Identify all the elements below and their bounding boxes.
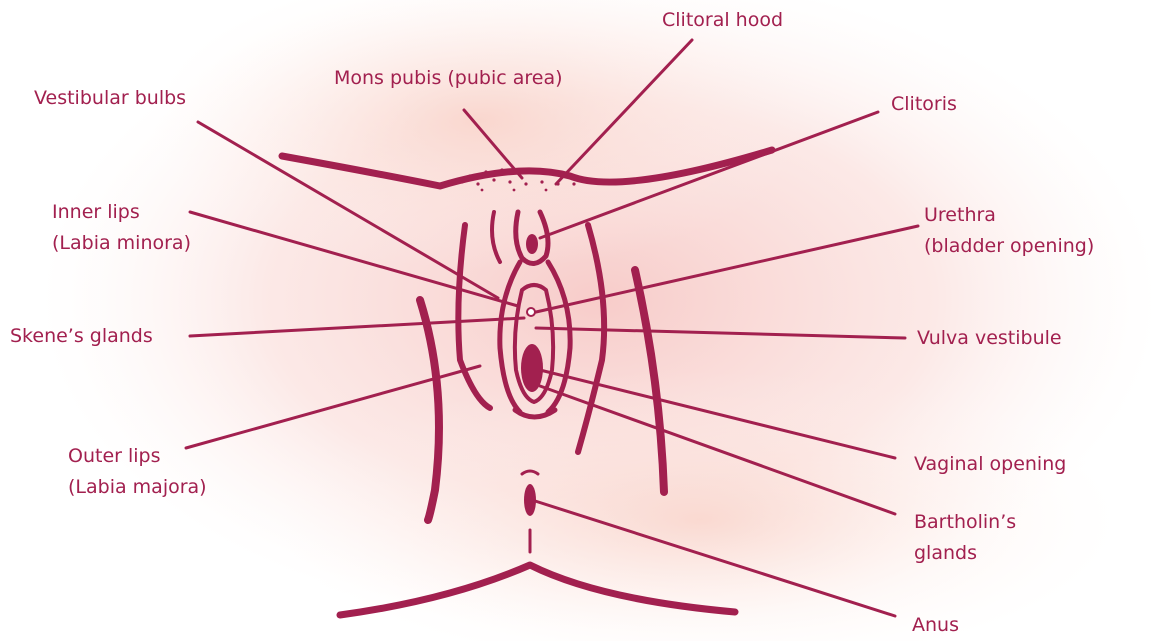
label-clitoris: Clitoris	[891, 89, 957, 119]
hair-dot	[540, 180, 543, 183]
hair-dot	[484, 170, 487, 173]
label-clitoral-hood: Clitoral hood	[662, 5, 783, 35]
hair-dot	[481, 189, 484, 192]
hair-dot	[508, 180, 511, 183]
label-skenes-glands: Skene’s glands	[10, 321, 153, 351]
clitoris-shape	[526, 234, 538, 254]
hair-dot	[476, 182, 479, 185]
label-inner-lips-line2: (Labia minora)	[52, 228, 191, 258]
hair-dot	[532, 170, 535, 173]
label-urethra-line2: (bladder opening)	[924, 231, 1094, 261]
label-bartholins-line2: glands	[914, 538, 977, 568]
label-mons-pubis: Mons pubis (pubic area)	[334, 63, 563, 93]
label-anus: Anus	[912, 610, 959, 640]
hair-dot	[548, 172, 551, 175]
label-outer-lips-line2: (Labia majora)	[68, 472, 207, 502]
label-urethra-line1: Urethra	[924, 200, 996, 230]
hair-dot	[492, 178, 495, 181]
label-bartholins-line1: Bartholin’s	[914, 507, 1016, 537]
label-vaginal-opening: Vaginal opening	[914, 449, 1066, 479]
label-vestibular-bulbs: Vestibular bulbs	[34, 83, 186, 113]
label-outer-lips-line1: Outer lips	[68, 441, 161, 471]
hair-dot	[572, 182, 575, 185]
hair-dot	[500, 168, 503, 171]
label-inner-lips-line1: Inner lips	[52, 197, 140, 227]
label-vulva-vestibule: Vulva vestibule	[917, 323, 1062, 353]
hair-dot	[513, 189, 516, 192]
hair-dot	[524, 182, 527, 185]
hair-dot	[460, 180, 463, 183]
hair-dot	[545, 189, 548, 192]
hair-dot	[468, 174, 471, 177]
urethra-shape	[527, 308, 535, 316]
